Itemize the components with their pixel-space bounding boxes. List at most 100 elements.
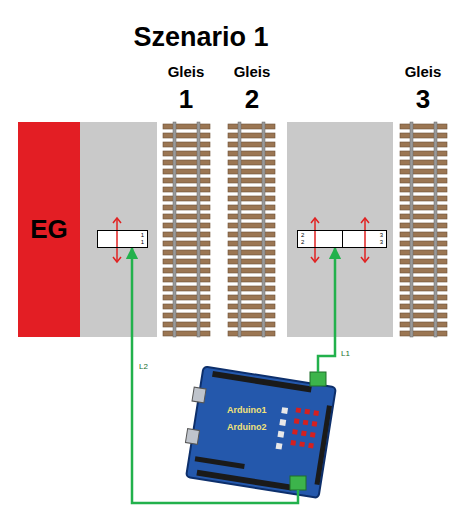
track [400, 122, 447, 337]
button [279, 419, 286, 426]
sleeper [400, 322, 447, 327]
track-label: Gleis [222, 63, 282, 80]
sleeper [228, 331, 275, 336]
signal-wire [318, 248, 335, 372]
sleeper [163, 304, 210, 309]
sleeper [400, 124, 447, 129]
sleeper [400, 205, 447, 210]
button [276, 443, 283, 450]
sleeper [400, 187, 447, 192]
led [310, 432, 316, 438]
sleeper [163, 286, 210, 291]
sleeper [400, 304, 447, 309]
led [308, 443, 314, 449]
title: Szenario 1 [100, 22, 302, 53]
sleeper [228, 133, 275, 138]
led [303, 420, 309, 426]
led [313, 410, 319, 416]
arduino-board: Arduino1Arduino2 [195, 372, 330, 490]
sleeper [400, 331, 447, 336]
platform-sign: 11 [97, 230, 148, 248]
sleeper [228, 142, 275, 147]
sleeper [400, 295, 447, 300]
sleeper [228, 241, 275, 246]
direction-arrows [113, 218, 369, 262]
tracks [163, 122, 447, 337]
node-text: 3 [380, 239, 383, 246]
track-number: 3 [393, 84, 453, 115]
sleeper [228, 286, 275, 291]
building-band: EG [18, 122, 80, 337]
wire-label: L2 [138, 362, 149, 371]
led [304, 409, 310, 415]
track [163, 122, 210, 337]
sleeper [163, 241, 210, 246]
red-double-arrow [113, 218, 121, 262]
led [301, 431, 307, 437]
sleeper [163, 313, 210, 318]
sleeper [163, 331, 210, 336]
node-text: 1 [141, 232, 144, 239]
sleeper [400, 133, 447, 138]
sign-ground [97, 230, 148, 248]
sleeper [163, 214, 210, 219]
sign-ground [297, 230, 387, 248]
sleeper [228, 124, 275, 129]
led [299, 441, 305, 447]
sleeper [400, 286, 447, 291]
sleeper [228, 160, 275, 165]
rail [197, 122, 200, 337]
node-text: 1 [141, 239, 144, 246]
track [228, 122, 275, 337]
led [294, 418, 300, 424]
sleeper [228, 304, 275, 309]
sleeper [400, 214, 447, 219]
sleeper [163, 124, 210, 129]
sleeper [163, 133, 210, 138]
sleeper [163, 187, 210, 192]
sleeper [163, 259, 210, 264]
sleeper [163, 232, 210, 237]
sleeper [400, 142, 447, 147]
sleeper [400, 151, 447, 156]
sleeper [400, 178, 447, 183]
led [312, 421, 318, 427]
sleeper [400, 160, 447, 165]
pin-header [195, 456, 245, 469]
led-grid [290, 407, 319, 448]
button [277, 431, 284, 438]
sleeper [163, 223, 210, 228]
rail [173, 122, 176, 337]
sleeper [228, 223, 275, 228]
platform [287, 122, 393, 337]
sleeper [228, 178, 275, 183]
rail [262, 122, 265, 337]
sleeper [228, 232, 275, 237]
terminal-block [290, 476, 306, 490]
rail [238, 122, 241, 337]
sleeper [400, 277, 447, 282]
sleeper [228, 313, 275, 318]
node-text: 2 [301, 232, 304, 239]
node-text: EG [30, 214, 68, 245]
led [296, 407, 302, 413]
sleeper [228, 250, 275, 255]
button [281, 407, 288, 414]
platform [80, 122, 157, 337]
terminal-block [310, 372, 326, 386]
sleeper [228, 151, 275, 156]
sleeper [228, 322, 275, 327]
node-text: 3 [380, 232, 383, 239]
sleeper [400, 259, 447, 264]
sleeper [400, 196, 447, 201]
sleeper [400, 313, 447, 318]
usb-port [185, 429, 199, 445]
usb-port [192, 387, 206, 403]
board-pcb [186, 366, 336, 498]
sleeper [163, 205, 210, 210]
led [290, 440, 296, 446]
sleeper [400, 232, 447, 237]
sleeper [400, 268, 447, 273]
pin-header [196, 470, 292, 491]
